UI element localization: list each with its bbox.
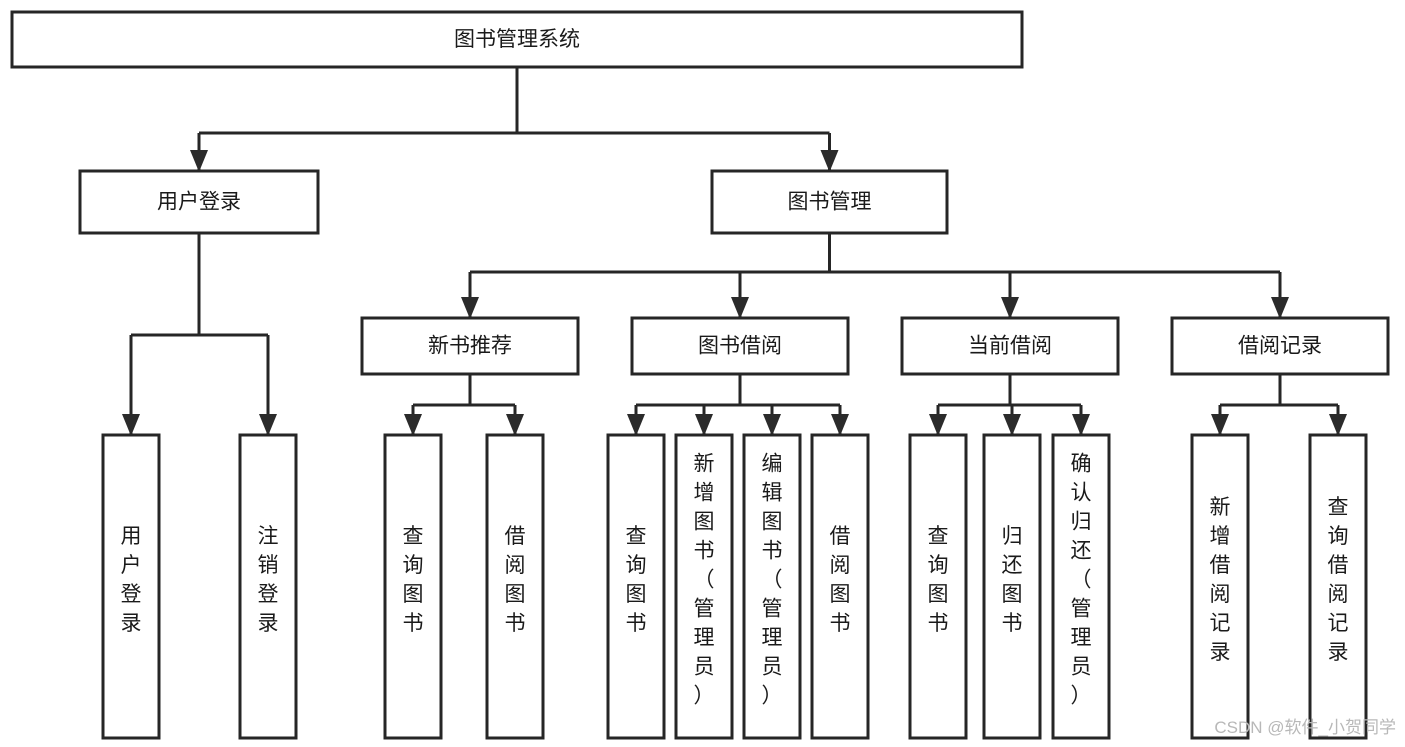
- node-box-book-manage: [710, 169, 949, 235]
- node-label-leaf-borrow-book-recommend: 借阅图书: [505, 525, 526, 635]
- node-label-current-borrow: 当前借阅: [968, 335, 1052, 358]
- node-leaf-query-book-current[interactable]: 查询图书: [908, 433, 968, 740]
- node-leaf-edit-book[interactable]: 编辑图书（管理员）: [742, 433, 802, 740]
- node-leaf-user-login[interactable]: 用户登录: [101, 433, 161, 740]
- arrow-head-icon-leaf-borrow-book-recommend: [506, 414, 524, 436]
- node-borrow-record[interactable]: 借阅记录: [1170, 316, 1390, 376]
- node-box-leaf-return-book: [982, 433, 1042, 740]
- node-leaf-query-book-recommend[interactable]: 查询图书: [383, 433, 443, 740]
- node-current-borrow[interactable]: 当前借阅: [900, 316, 1120, 376]
- node-leaf-query-book-borrow[interactable]: 查询图书: [606, 433, 666, 740]
- arrow-head-icon-current-borrow: [1001, 297, 1019, 319]
- node-label-leaf-query-borrow-record: 查询借阅记录: [1328, 496, 1349, 664]
- node-box-leaf-logout: [238, 433, 298, 740]
- node-box-leaf-query-book-current: [908, 433, 968, 740]
- node-box-leaf-borrow-book-recommend: [485, 433, 545, 740]
- node-leaf-add-borrow-record[interactable]: 新增借阅记录: [1190, 433, 1250, 740]
- node-leaf-confirm-return[interactable]: 确认归还（管理员）: [1051, 433, 1111, 740]
- arrow-head-icon-leaf-query-borrow-record: [1329, 414, 1347, 436]
- arrow-head-icon-leaf-confirm-return: [1072, 414, 1090, 436]
- node-leaf-borrow-book[interactable]: 借阅图书: [810, 433, 870, 740]
- node-label-leaf-logout: 注销登录: [258, 525, 279, 635]
- node-box-leaf-borrow-book: [810, 433, 870, 740]
- node-leaf-add-book[interactable]: 新增图书（管理员）: [674, 433, 734, 740]
- node-label-root: 图书管理系统: [454, 28, 580, 51]
- node-box-current-borrow: [900, 316, 1120, 376]
- node-book-manage[interactable]: 图书管理: [710, 169, 949, 235]
- arrow-head-icon-leaf-query-book-recommend: [404, 414, 422, 436]
- node-label-leaf-return-book: 归还图书: [1002, 525, 1023, 635]
- node-box-leaf-edit-book: [742, 433, 802, 740]
- node-leaf-query-borrow-record[interactable]: 查询借阅记录: [1308, 433, 1368, 740]
- arrow-head-icon-leaf-add-borrow-record: [1211, 414, 1229, 436]
- arrow-head-icon-leaf-return-book: [1003, 414, 1021, 436]
- node-label-leaf-query-book-current: 查询图书: [928, 525, 949, 635]
- arrow-head-icon-leaf-add-book: [695, 414, 713, 436]
- node-new-book-recommend[interactable]: 新书推荐: [360, 316, 580, 376]
- node-user-login[interactable]: 用户登录: [78, 169, 320, 235]
- node-box-book-borrow: [630, 316, 850, 376]
- node-label-leaf-user-login: 用户登录: [121, 525, 142, 635]
- node-box-user-login: [78, 169, 320, 235]
- node-leaf-borrow-book-recommend[interactable]: 借阅图书: [485, 433, 545, 740]
- node-label-leaf-borrow-book: 借阅图书: [830, 525, 851, 635]
- node-leaf-logout[interactable]: 注销登录: [238, 433, 298, 740]
- node-box-leaf-confirm-return: [1051, 433, 1111, 740]
- connector-layer: [122, 67, 1347, 436]
- node-label-user-login: 用户登录: [157, 191, 241, 214]
- arrow-head-icon-leaf-edit-book: [763, 414, 781, 436]
- node-label-new-book-recommend: 新书推荐: [428, 335, 512, 358]
- node-label-leaf-add-book: 新增图书（管理员）: [694, 453, 715, 708]
- node-label-leaf-add-borrow-record: 新增借阅记录: [1210, 496, 1231, 664]
- node-label-book-manage: 图书管理: [788, 191, 872, 214]
- arrow-head-icon-leaf-query-book-current: [929, 414, 947, 436]
- node-box-leaf-user-login: [101, 433, 161, 740]
- arrow-head-icon-leaf-borrow-book: [831, 414, 849, 436]
- arrow-head-icon-user-login: [190, 150, 208, 172]
- arrow-head-icon-new-book-recommend: [461, 297, 479, 319]
- node-box-leaf-add-borrow-record: [1190, 433, 1250, 740]
- node-box-leaf-query-book-borrow: [606, 433, 666, 740]
- node-layer: 图书管理系统用户登录图书管理新书推荐图书借阅当前借阅借阅记录用户登录注销登录查询…: [10, 10, 1390, 740]
- node-label-borrow-record: 借阅记录: [1238, 335, 1322, 358]
- node-box-root: [10, 10, 1024, 69]
- node-box-leaf-query-book-recommend: [383, 433, 443, 740]
- node-label-book-borrow: 图书借阅: [698, 335, 782, 358]
- node-label-leaf-edit-book: 编辑图书（管理员）: [762, 453, 783, 708]
- node-box-leaf-add-book: [674, 433, 734, 740]
- node-box-new-book-recommend: [360, 316, 580, 376]
- node-box-borrow-record: [1170, 316, 1390, 376]
- node-leaf-return-book[interactable]: 归还图书: [982, 433, 1042, 740]
- arrow-head-icon-book-manage: [820, 150, 839, 172]
- arrow-head-icon-leaf-logout: [259, 414, 277, 436]
- node-book-borrow[interactable]: 图书借阅: [630, 316, 850, 376]
- arrow-head-icon-borrow-record: [1271, 297, 1289, 319]
- csdn-watermark: CSDN @软件_小贺同学: [1214, 718, 1396, 737]
- node-label-leaf-query-book-borrow: 查询图书: [626, 525, 647, 635]
- node-root[interactable]: 图书管理系统: [10, 10, 1024, 69]
- node-label-leaf-query-book-recommend: 查询图书: [403, 525, 424, 635]
- node-box-leaf-query-borrow-record: [1308, 433, 1368, 740]
- node-label-leaf-confirm-return: 确认归还（管理员）: [1071, 453, 1092, 708]
- arrow-head-icon-leaf-user-login: [122, 414, 140, 436]
- arrow-head-icon-leaf-query-book-borrow: [627, 414, 645, 436]
- arrow-head-icon-book-borrow: [731, 297, 749, 319]
